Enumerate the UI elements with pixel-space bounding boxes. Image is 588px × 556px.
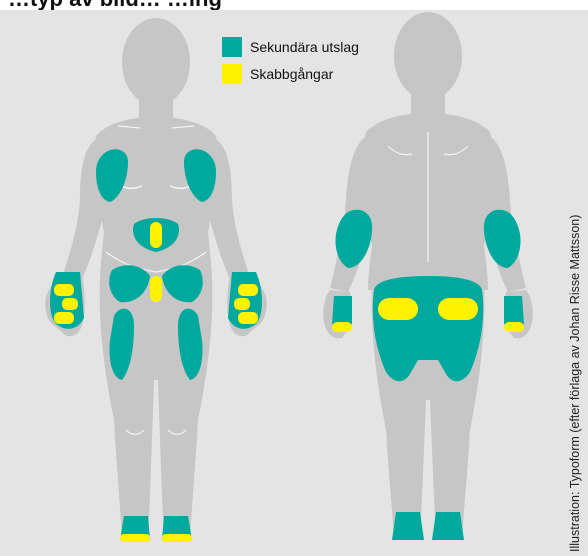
credit-text: Illustration: Typoform (efter förlaga av… <box>568 215 582 552</box>
front-burrow-left-hand-3 <box>54 312 74 324</box>
back-burrow-right-wrist <box>504 322 524 332</box>
legend-label-secondary-rash: Sekundära utslag <box>250 39 359 55</box>
legend: Sekundära utslag Skabbgångar <box>222 36 359 90</box>
header-clip: …typ av bild… …ing <box>0 0 588 10</box>
back-head <box>394 12 462 100</box>
back-rash-left-elbow <box>336 210 373 268</box>
front-burrow-right-hand-1 <box>238 284 258 296</box>
front-torso <box>94 116 218 286</box>
legend-swatch-teal <box>222 37 242 57</box>
back-burrow-right-buttock <box>438 298 478 320</box>
back-burrow-left-buttock <box>378 298 418 320</box>
back-rash-right-foot <box>432 512 464 540</box>
legend-item-secondary-rash: Sekundära utslag <box>222 36 359 58</box>
legend-item-burrows: Skabbgångar <box>222 63 359 85</box>
front-left-arm <box>62 138 104 284</box>
illustration-credit: Illustration: Typoform (efter förlaga av… <box>566 14 584 552</box>
front-burrow-right-heel <box>162 534 192 542</box>
front-burrow-navel <box>150 222 162 248</box>
page-title-partial: …typ av bild… …ing <box>8 0 222 10</box>
front-burrow-right-hand-2 <box>234 298 250 310</box>
back-rash-right-elbow <box>484 210 521 268</box>
legend-label-burrows: Skabbgångar <box>250 66 333 82</box>
front-burrow-left-hand-2 <box>62 298 78 310</box>
front-burrow-right-hand-3 <box>238 312 258 324</box>
back-burrow-left-wrist <box>332 322 352 332</box>
front-burrow-left-heel <box>120 534 150 542</box>
front-burrow-genital <box>150 276 162 302</box>
back-rash-left-foot <box>392 512 424 540</box>
front-head <box>122 18 190 106</box>
front-burrow-left-hand-1 <box>54 284 74 296</box>
legend-swatch-yellow <box>222 64 242 84</box>
front-right-arm <box>208 138 250 284</box>
